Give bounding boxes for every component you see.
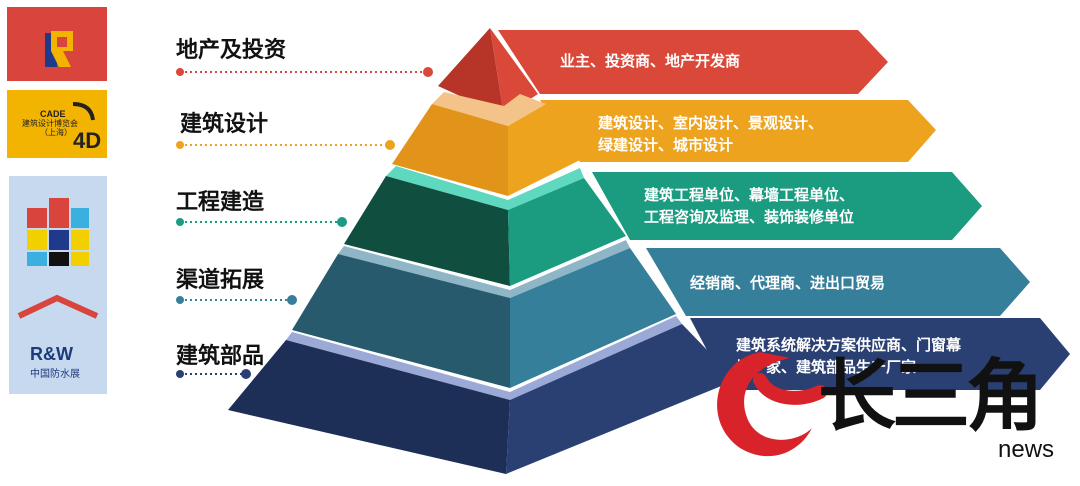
tier-3-top: [386, 166, 584, 210]
arrow-text-4-line-1: 经销商、代理商、进出口贸易: [690, 274, 886, 292]
connector-end-3: [337, 217, 347, 227]
r-logo-icon: [45, 31, 73, 67]
connector-end-5: [241, 369, 251, 379]
connector-dot-2: [176, 141, 184, 149]
label-level-1: 地产及投资: [176, 38, 287, 63]
tier-5-top: [286, 316, 682, 400]
label-level-4: 渠道拓展: [176, 268, 265, 293]
tier-1-front: [438, 28, 504, 116]
connector-end-2: [385, 140, 395, 150]
tier-4-top: [338, 240, 630, 298]
rw-name: R&W: [30, 344, 73, 364]
tier-3-front: [344, 176, 510, 286]
tier-2-side: [508, 104, 580, 196]
arrow-text-1-line-1: 业主、投资商、地产开发商: [560, 52, 741, 70]
tier-4-front: [292, 254, 510, 388]
red-logo: [7, 7, 107, 81]
arrow-level-2: [540, 100, 936, 162]
tier-1-side: [490, 28, 538, 116]
watermark-swoosh-icon: [717, 352, 812, 457]
label-level-3: 工程建造: [176, 190, 265, 215]
cade-city: （上海）: [40, 128, 72, 137]
house-blocks-icon: [17, 198, 99, 319]
cade-text: CADE 建筑设计博览会 （上海）: [22, 109, 78, 138]
label-level-5: 建筑部品: [176, 344, 265, 369]
arrow-level-1: [498, 30, 888, 94]
tier-5-side: [506, 324, 736, 474]
watermark-sub: news: [998, 436, 1055, 463]
svg-text:4D: 4D: [73, 128, 101, 153]
arrow-text-3: 建筑工程单位、幕墙工程单位、 工程咨询及监理、装饰装修单位: [644, 184, 854, 228]
tier-2-front: [392, 104, 508, 196]
cade-title: CADE: [40, 109, 66, 119]
tier-4-side: [510, 248, 676, 388]
arrow-text-3-line-2: 工程咨询及监理、装饰装修单位: [644, 208, 855, 226]
rw-subtitle: 中国防水展: [30, 369, 80, 380]
blue-logo-panel: [9, 176, 107, 394]
connector-end-1: [423, 67, 433, 77]
connector-dot-4: [176, 296, 184, 304]
arrow-text-1: 业主、投资商、地产开发商: [560, 50, 740, 72]
arrow-text-5-line-1: 建筑系统解决方案供应商、门窗幕: [736, 336, 962, 354]
arrow-level-5: [690, 318, 1070, 390]
connector-dot-5: [176, 370, 184, 378]
connector-dot-3: [176, 218, 184, 226]
arrow-text-2-line-1: 建筑设计、室内设计、景观设计、: [598, 114, 824, 132]
connector-dot-1: [176, 68, 184, 76]
tier-5-front: [228, 340, 510, 474]
rw-logo-text: R&W 中国防水展: [30, 344, 80, 380]
arrow-text-4: 经销商、代理商、进出口贸易: [690, 272, 885, 294]
arrow-text-3-line-1: 建筑工程单位、幕墙工程单位、: [644, 186, 855, 204]
label-level-2: 建筑设计: [180, 112, 269, 137]
connector-end-4: [287, 295, 297, 305]
arrow-text-5: 建筑系统解决方案供应商、门窗幕 墙厂家、建筑部品生产厂家: [736, 334, 961, 378]
arrow-level-4: [646, 248, 1030, 316]
watermark-chars: 长三角: [818, 351, 1044, 442]
arrow-text-2-line-2: 绿建设计、城市设计: [598, 136, 734, 154]
cade-logo: 4D: [7, 90, 107, 158]
arrow-text-5-line-2: 墙厂家、建筑部品生产厂家: [736, 358, 917, 376]
tier-2-top: [432, 92, 546, 126]
tier-3-side: [508, 178, 626, 286]
cade-4d-icon: 4D: [72, 102, 101, 153]
arrow-level-3: [592, 172, 982, 240]
arrow-text-2: 建筑设计、室内设计、景观设计、 绿建设计、城市设计: [598, 112, 823, 156]
cade-subtitle: 建筑设计博览会: [22, 119, 78, 128]
